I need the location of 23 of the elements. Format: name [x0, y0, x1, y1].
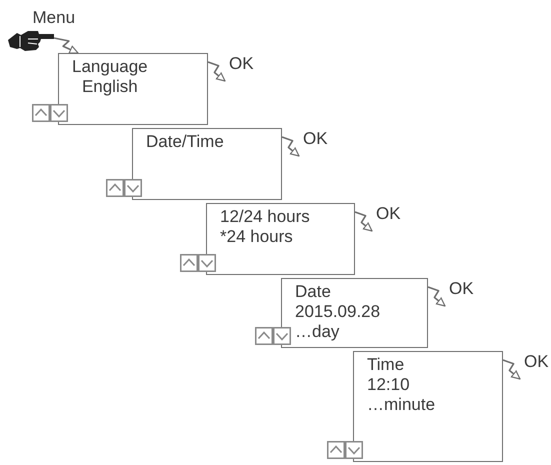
arrow	[282, 136, 300, 157]
pointing-hand-icon	[8, 28, 54, 52]
screen-text: Date	[295, 282, 331, 302]
screen-text: *24 hours	[220, 227, 293, 247]
screen-text: 12:10	[367, 375, 410, 395]
display-screen	[58, 53, 208, 125]
screen-text: Date/Time	[146, 132, 224, 152]
screen-text: …minute	[367, 395, 436, 415]
display-screen	[132, 128, 282, 200]
arrow	[502, 359, 521, 380]
arrow	[428, 286, 446, 307]
screen-text: 2015.09.28	[295, 302, 380, 322]
display-screen	[281, 278, 428, 348]
display-screen	[353, 351, 503, 462]
screen-text: English	[82, 77, 138, 97]
screen-text: Time	[367, 355, 404, 375]
arrow	[354, 211, 373, 232]
display-screen	[206, 203, 355, 275]
screen-text: …day	[295, 322, 340, 342]
arrow	[208, 61, 226, 82]
screen-text: Language	[72, 57, 148, 77]
screen-text: 12/24 hours	[220, 207, 310, 227]
arrow	[54, 37, 79, 54]
